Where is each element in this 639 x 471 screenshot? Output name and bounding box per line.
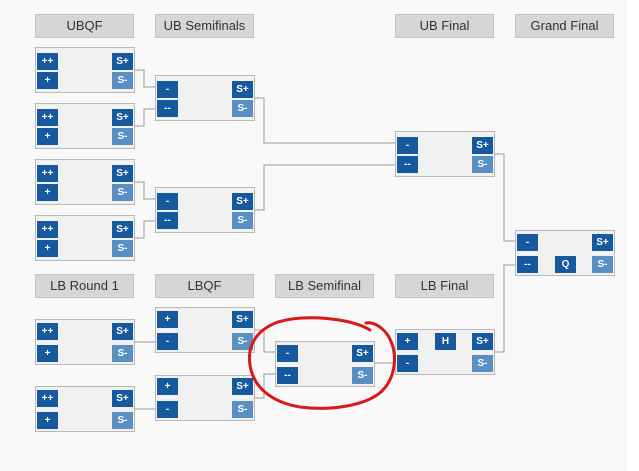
- predict-bottom-button[interactable]: -: [397, 355, 418, 372]
- score-minus-button[interactable]: S-: [232, 100, 253, 117]
- predict-top-button[interactable]: -: [277, 345, 298, 362]
- line-ubsf1-ubf: [254, 97, 395, 144]
- match-lbqf-2: + - S+ S-: [155, 375, 255, 421]
- predict-bottom-button[interactable]: --: [157, 212, 178, 229]
- predict-top-button[interactable]: -: [517, 234, 538, 251]
- predict-top-button[interactable]: +: [157, 378, 178, 395]
- score-minus-button[interactable]: S-: [112, 412, 133, 429]
- header-lbqf: LBQF: [155, 274, 254, 298]
- score-plus-button[interactable]: S+: [112, 53, 133, 70]
- header-lb-round1: LB Round 1: [35, 274, 134, 298]
- header-lb-final: LB Final: [395, 274, 494, 298]
- predict-top-button[interactable]: +: [397, 333, 418, 350]
- match-lbqf-1: + - S+ S-: [155, 307, 255, 353]
- score-plus-button[interactable]: S+: [112, 390, 133, 407]
- score-plus-button[interactable]: S+: [352, 345, 373, 362]
- predict-top-button[interactable]: -: [157, 81, 178, 98]
- predict-top-button[interactable]: ++: [37, 53, 58, 70]
- header-ubqf: UBQF: [35, 14, 134, 38]
- score-plus-button[interactable]: S+: [472, 137, 493, 154]
- score-plus-button[interactable]: S+: [112, 109, 133, 126]
- match-ubqf-2: ++ + S+ S-: [35, 103, 135, 149]
- line-lbqf2-lbsf: [254, 373, 275, 399]
- score-plus-button[interactable]: S+: [112, 323, 133, 340]
- predict-top-button[interactable]: ++: [37, 390, 58, 407]
- predict-top-button[interactable]: +: [157, 311, 178, 328]
- match-lb-semifinal: - -- S+ S-: [275, 341, 375, 387]
- predict-bottom-button[interactable]: --: [277, 367, 298, 384]
- predict-bottom-button[interactable]: -: [157, 401, 178, 418]
- score-minus-button[interactable]: S-: [112, 72, 133, 89]
- predict-bottom-button[interactable]: +: [37, 128, 58, 145]
- predict-bottom-button[interactable]: +: [37, 72, 58, 89]
- predict-top-button[interactable]: ++: [37, 165, 58, 182]
- score-minus-button[interactable]: S-: [472, 156, 493, 173]
- line-ubqf4-ubsf2: [134, 220, 155, 239]
- predict-bottom-button[interactable]: +: [37, 184, 58, 201]
- predict-bottom-button[interactable]: +: [37, 412, 58, 429]
- score-minus-button[interactable]: S-: [472, 355, 493, 372]
- score-plus-button[interactable]: S+: [232, 311, 253, 328]
- predict-bottom-button[interactable]: +: [37, 240, 58, 257]
- score-minus-button[interactable]: S-: [112, 128, 133, 145]
- predict-top-button[interactable]: -: [157, 193, 178, 210]
- match-ub-semifinal-1: - -- S+ S-: [155, 75, 255, 121]
- match-lb-round1-1: ++ + S+ S-: [35, 319, 135, 365]
- score-minus-button[interactable]: S-: [232, 333, 253, 350]
- score-plus-button[interactable]: S+: [232, 81, 253, 98]
- line-ubqf3-ubsf2: [134, 181, 155, 200]
- line-ubf-gf: [494, 153, 515, 242]
- predict-top-button[interactable]: ++: [37, 109, 58, 126]
- score-minus-button[interactable]: S-: [592, 256, 613, 273]
- predict-bottom-button[interactable]: --: [397, 156, 418, 173]
- predict-bottom-button[interactable]: -: [157, 333, 178, 350]
- match-ub-semifinal-2: - -- S+ S-: [155, 187, 255, 233]
- red-circle-annotation: [247, 316, 396, 410]
- qualifier-badge[interactable]: Q: [555, 256, 576, 273]
- line-ubqf2-ubsf1: [134, 108, 155, 127]
- predict-top-button[interactable]: ++: [37, 221, 58, 238]
- score-plus-button[interactable]: S+: [112, 221, 133, 238]
- score-plus-button[interactable]: S+: [112, 165, 133, 182]
- right-margin: [627, 0, 639, 471]
- score-minus-button[interactable]: S-: [232, 401, 253, 418]
- match-lb-round1-2: ++ + S+ S-: [35, 386, 135, 432]
- header-ub-semifinals: UB Semifinals: [155, 14, 254, 38]
- score-plus-button[interactable]: S+: [232, 378, 253, 395]
- score-minus-button[interactable]: S-: [112, 240, 133, 257]
- score-minus-button[interactable]: S-: [352, 367, 373, 384]
- score-minus-button[interactable]: S-: [112, 184, 133, 201]
- score-minus-button[interactable]: S-: [232, 212, 253, 229]
- match-lb-final: + - H S+ S-: [395, 329, 495, 375]
- score-plus-button[interactable]: S+: [472, 333, 493, 350]
- hint-badge[interactable]: H: [435, 333, 456, 350]
- score-plus-button[interactable]: S+: [232, 193, 253, 210]
- predict-top-button[interactable]: -: [397, 137, 418, 154]
- header-ub-final: UB Final: [395, 14, 494, 38]
- header-grand-final: Grand Final: [515, 14, 614, 38]
- line-lbqf1-lbsf: [254, 329, 275, 353]
- score-plus-button[interactable]: S+: [592, 234, 613, 251]
- predict-bottom-button[interactable]: +: [37, 345, 58, 362]
- match-ubqf-1: ++ + S+ S-: [35, 47, 135, 93]
- match-ubqf-3: ++ + S+ S-: [35, 159, 135, 205]
- predict-bottom-button[interactable]: --: [517, 256, 538, 273]
- match-ubqf-4: ++ + S+ S-: [35, 215, 135, 261]
- match-grand-final: - -- Q S+ S-: [515, 230, 615, 276]
- line-ubqf1-ubsf1: [134, 69, 155, 88]
- header-lb-semifinal: LB Semifinal: [275, 274, 374, 298]
- line-ubsf2-ubf: [254, 164, 395, 211]
- predict-top-button[interactable]: ++: [37, 323, 58, 340]
- score-minus-button[interactable]: S-: [112, 345, 133, 362]
- predict-bottom-button[interactable]: --: [157, 100, 178, 117]
- match-ub-final: - -- S+ S-: [395, 131, 495, 177]
- line-lbf-gf: [494, 264, 515, 353]
